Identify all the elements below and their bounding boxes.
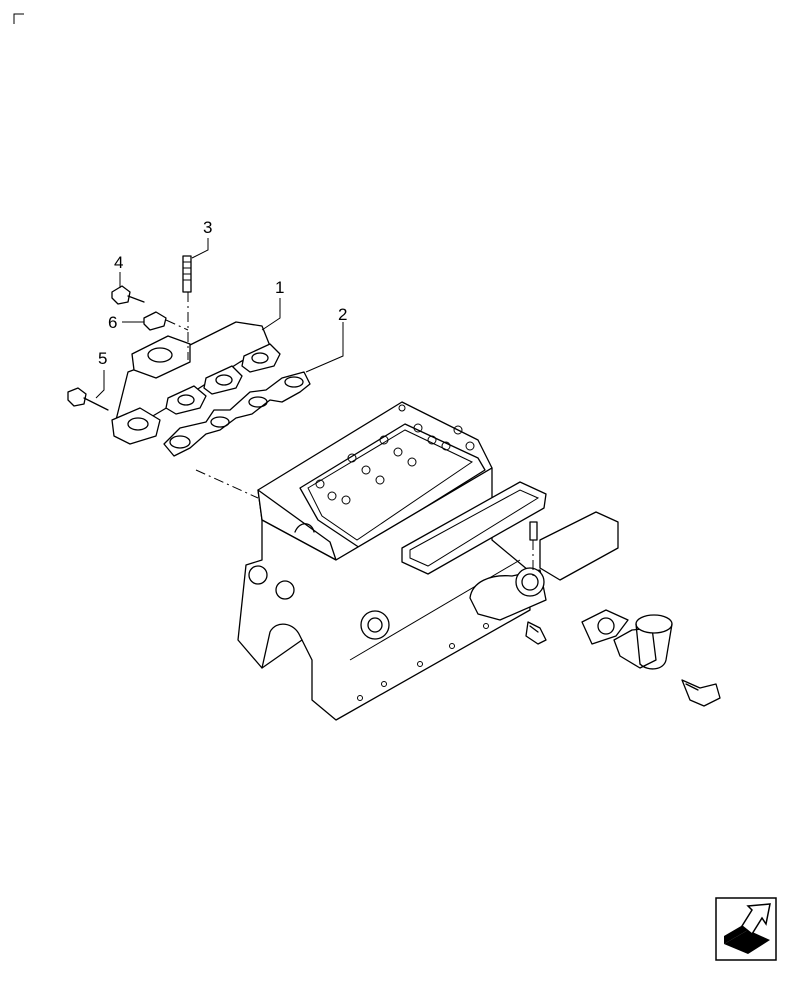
- corner-mark: [13, 13, 24, 24]
- elbow-bolt: [681, 679, 721, 707]
- next-page-button[interactable]: [715, 897, 777, 961]
- head-bolt-holes: [315, 404, 475, 505]
- engine-block: [237, 401, 531, 721]
- inlet-elbow: [613, 614, 673, 670]
- block-small-holes: [357, 623, 489, 701]
- next-page-arrow-icon: [724, 903, 771, 954]
- spacer: [143, 311, 167, 331]
- intake-gasket: [401, 481, 547, 575]
- callout-2: 2: [338, 305, 347, 324]
- callout-3: 3: [203, 218, 212, 237]
- callout-6: 6: [108, 313, 117, 332]
- bolt-5: [67, 387, 109, 411]
- centerlines: [165, 292, 534, 580]
- callout-5: 5: [98, 349, 107, 368]
- callout-leaders: [95, 238, 344, 399]
- intake-bolt: [525, 621, 547, 645]
- exhaust-gasket: [163, 371, 311, 457]
- callout-1: 1: [275, 278, 284, 297]
- elbow-gasket: [581, 609, 629, 645]
- callout-4: 4: [114, 253, 123, 272]
- exhaust-manifold: [111, 321, 281, 445]
- stud: [182, 255, 192, 293]
- intake-manifold: [469, 511, 619, 621]
- bolt-4: [111, 285, 145, 305]
